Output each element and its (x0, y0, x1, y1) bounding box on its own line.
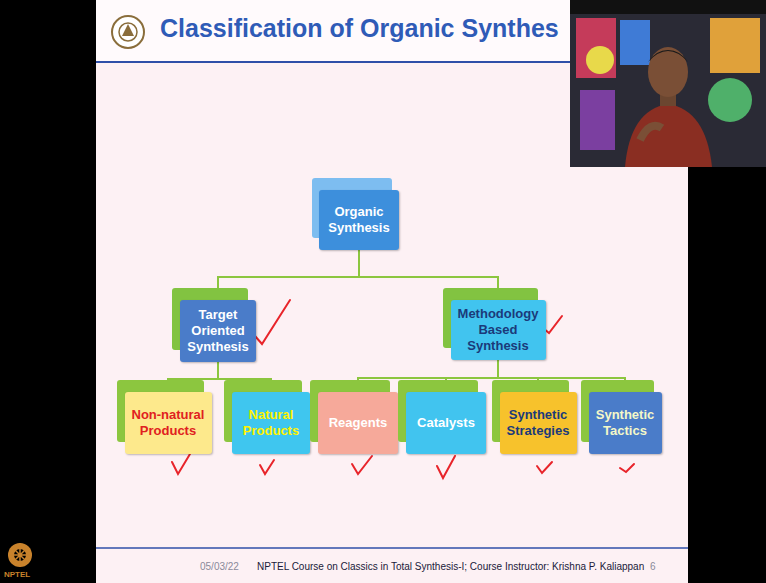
footer-text: NPTEL Course on Classics in Total Synthe… (257, 561, 644, 572)
tree-box: Methodology Based Synthesis (451, 300, 546, 360)
check-marks (172, 300, 634, 478)
box-face: Organic Synthesis (319, 190, 399, 250)
tree-box: Catalysts (406, 392, 486, 454)
box-face: Catalysts (406, 392, 486, 454)
box-label: Non-natural Products (125, 407, 212, 439)
box-face: Natural Products (232, 392, 310, 454)
tree-box: Natural Products (232, 392, 310, 454)
box-label: Reagents (325, 415, 392, 431)
box-face: Target Oriented Synthesis (180, 300, 256, 362)
tree-box: Synthetic Tactics (589, 392, 662, 454)
box-label: Target Oriented Synthesis (180, 307, 256, 355)
institute-logo (112, 16, 144, 48)
date-label: 05/03/22 (200, 561, 239, 572)
tree-box: Synthetic Strategies (500, 392, 577, 454)
logo-text: NPTEL (4, 570, 30, 579)
slide-title: Classification of Organic Synthes (160, 14, 559, 43)
box-label: Synthetic Tactics (589, 407, 662, 439)
tree-box: Non-natural Products (125, 392, 212, 454)
box-label: Natural Products (232, 407, 310, 439)
nptel-logo (8, 543, 32, 567)
tree-box: Reagents (318, 392, 398, 454)
box-face: Reagents (318, 392, 398, 454)
box-label: Methodology Based Synthesis (451, 306, 546, 354)
box-face: Synthetic Tactics (589, 392, 662, 454)
slide-number: 6 (650, 561, 656, 572)
box-label: Catalysts (413, 415, 479, 431)
tree-box: Target Oriented Synthesis (180, 300, 256, 362)
box-face: Non-natural Products (125, 392, 212, 454)
box-label: Organic Synthesis (319, 204, 399, 236)
box-label: Synthetic Strategies (500, 407, 577, 439)
box-face: Methodology Based Synthesis (451, 300, 546, 360)
box-face: Synthetic Strategies (500, 392, 577, 454)
presenter-video (570, 0, 766, 167)
tree-box: Organic Synthesis (319, 190, 399, 250)
